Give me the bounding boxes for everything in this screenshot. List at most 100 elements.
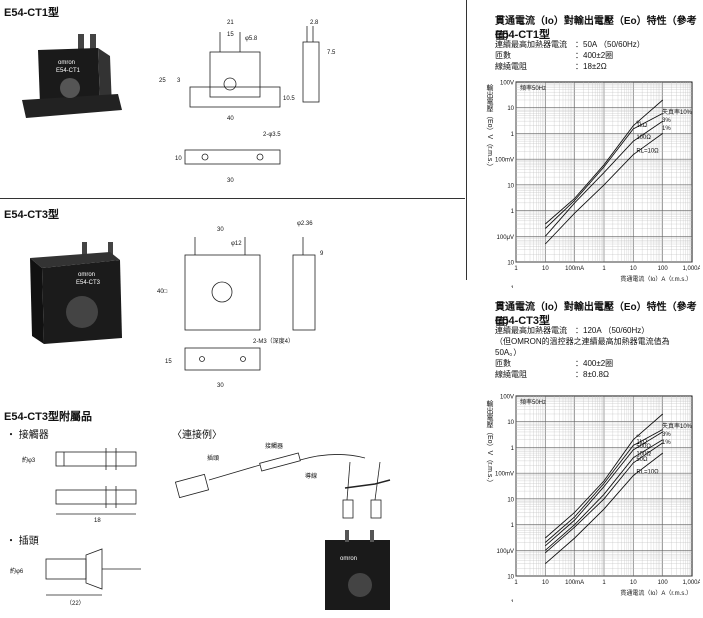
y-tick-label: 1 [511, 132, 515, 138]
connector-drawing: 約φ3 18 [22, 448, 137, 524]
x-axis-label: 貫通電流（Io）A（r.m.s.） [620, 589, 692, 597]
series-label-4: 50Ω [636, 457, 648, 463]
x-tick-label: 1 [602, 266, 606, 272]
series-line-4 [545, 442, 663, 554]
series-label-1: 1kΩ [636, 123, 647, 129]
svg-text:2.8: 2.8 [310, 20, 319, 26]
series-line-3 [544, 133, 663, 245]
x-tick-label: 1 [514, 580, 518, 586]
x-tick-label: 10 [542, 580, 549, 586]
series-label-5: RL=10Ω [636, 470, 659, 476]
svg-text:30: 30 [217, 383, 224, 389]
svg-text:2-φ3.5: 2-φ3.5 [263, 132, 281, 138]
y-tick-label: 10 [507, 575, 514, 581]
svg-text:（22）: （22） [66, 600, 85, 607]
ct1-brand: omron [58, 60, 75, 66]
distortion-label-1: 3% [662, 118, 671, 124]
series-line-5 [545, 452, 663, 565]
frequency-label: 頻率50Hz [520, 84, 546, 92]
y-tick-label: 10 [507, 420, 514, 426]
series-line-1 [544, 113, 663, 229]
svg-text:2-M3（深度4）: 2-M3（深度4） [253, 337, 294, 345]
series-line-0 [545, 413, 663, 539]
x-tick-label: 100mA [565, 580, 584, 586]
frequency-label: 頻率50Hz [520, 398, 546, 406]
ct1-device-label: E54-CT1 [56, 68, 81, 74]
svg-text:30: 30 [217, 227, 224, 233]
chart1-heading: 貫通電流（Io）對輸出電壓（Eo）特性（參考值） [495, 16, 697, 42]
series-line-0 [545, 99, 663, 225]
series-line-2 [544, 120, 663, 237]
x-tick-label: 100 [658, 266, 669, 272]
y-tick-label: 1 [511, 523, 515, 529]
distortion-label-1: 3% [662, 432, 671, 438]
distortion-label-2: 1% [662, 126, 671, 132]
ct3-title: E54-CT3型 [4, 209, 60, 221]
chart2-svg: 100V101100mV101100μV101110100mA1101001,0… [495, 395, 700, 603]
distortion-label-0: 失真率10% [662, 108, 693, 116]
series-line-2 [545, 431, 663, 547]
svg-text:接觸器: 接觸器 [265, 442, 283, 450]
svg-text:15: 15 [227, 32, 234, 38]
y-tick-label: 100V [500, 395, 514, 401]
chart2-specs: 連續最高加熱器電流：120A （50/60Hz） （但OMRON的溫控器之連續最… [495, 326, 670, 379]
x-tick-label: 10 [630, 580, 637, 586]
plug-label: ・ 插頭 [6, 536, 39, 547]
series-label-3: RL=10Ω [636, 149, 659, 155]
svg-text:omron: omron [340, 556, 357, 562]
y-tick-label: 100mV [495, 472, 514, 478]
x-tick-label: 1 [602, 580, 606, 586]
svg-text:25: 25 [159, 78, 166, 84]
svg-text:φ12: φ12 [231, 241, 242, 247]
vertical-divider [466, 0, 467, 280]
svg-text:40: 40 [227, 116, 234, 122]
svg-text:15: 15 [165, 359, 172, 365]
svg-text:導線: 導線 [305, 472, 317, 480]
svg-text:E54-CT3: E54-CT3 [76, 280, 101, 286]
x-tick-label: 1 [514, 266, 518, 272]
svg-text:30: 30 [227, 178, 234, 184]
chart2-ylabel: 輸出電壓（Eo）V（r.m.s.） [486, 400, 493, 487]
svg-text:約φ3: 約φ3 [22, 456, 36, 464]
ct3-device-image: omron E54-CT3 [30, 242, 122, 344]
x-tick-label: 1,000A [682, 580, 700, 586]
x-tick-label: 100 [658, 580, 669, 586]
ct3-dimension-drawing: 30 φ2.36 φ12 9 40□ 2-M3（深度4） 15 30 [157, 221, 324, 389]
y-tick-label: 1 [511, 209, 515, 215]
svg-text:3: 3 [177, 78, 181, 84]
chart1-svg: 100V101100mV101100μV101110100mA1101001,0… [495, 81, 700, 289]
series-label-1: 1kΩ [636, 439, 647, 445]
svg-text:omron: omron [78, 272, 95, 278]
y-tick-label: 100μV [497, 235, 514, 241]
svg-text:9: 9 [320, 251, 324, 257]
y-tick-label: 100μV [497, 549, 514, 555]
plug-drawing: 約φ6 （22） [10, 548, 141, 607]
svg-text:18: 18 [94, 518, 101, 524]
y-tick-label: 1 [511, 600, 515, 602]
ct1-device-image: omron E54-CT1 [22, 34, 122, 118]
series-label-2: 500Ω [636, 444, 651, 450]
svg-text:10: 10 [175, 156, 182, 162]
chart1-specs: 連續最高加熱器電流：50A （50/60Hz） 匝數：400±2圈 線繞電阻：1… [495, 40, 645, 71]
svg-text:40□: 40□ [157, 289, 168, 295]
svg-text:約φ6: 約φ6 [10, 567, 24, 575]
series-label-2: 100Ω [636, 135, 651, 141]
ct1-dimension-drawing: 21 15 2.8 φ5.8 7.5 25 3 10.5 40 2-φ3.5 1… [159, 20, 336, 184]
y-tick-label: 1 [511, 286, 515, 288]
svg-text:7.5: 7.5 [327, 50, 336, 56]
y-tick-label: 100V [500, 81, 514, 87]
series-line-1 [545, 429, 663, 543]
connection-example-label: 〈連接例〉 [172, 430, 222, 441]
x-tick-label: 1,000A [682, 266, 700, 272]
svg-text:插頭: 插頭 [207, 454, 219, 462]
distortion-label-0: 失真率10% [662, 422, 693, 430]
chart2-model: E54-CT3型 [495, 315, 551, 327]
ct1-title: E54-CT1型 [4, 7, 60, 19]
divider-1 [0, 198, 465, 199]
accessories-title: E54-CT3型附屬品 [4, 411, 93, 423]
svg-text:φ2.36: φ2.36 [297, 221, 313, 227]
svg-text:10.5: 10.5 [283, 96, 295, 102]
chart2-heading: 貫通電流（Io）對輸出電壓（Eo）特性（參考值） [495, 302, 697, 328]
chart1-model: E54-CT1型 [495, 29, 551, 41]
x-tick-label: 10 [542, 266, 549, 272]
